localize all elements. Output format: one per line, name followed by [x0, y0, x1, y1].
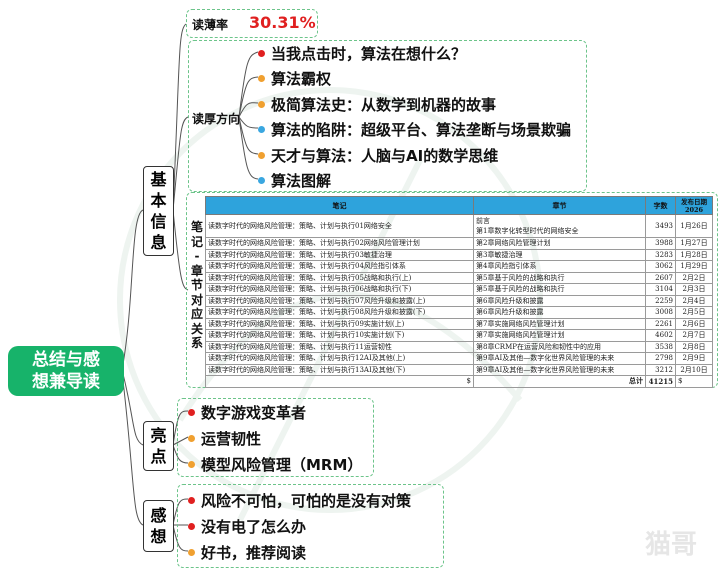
highlights-node[interactable]: 亮 点 [143, 421, 174, 471]
basic-info-char: 信 [150, 212, 167, 231]
highlight-item[interactable]: 模型风险管理（MRM） [188, 454, 362, 475]
notes-mapping-group [186, 192, 718, 388]
bullet-dot-icon [188, 461, 195, 468]
watermark-text: 猫哥 [645, 530, 697, 560]
table-row: 读数字时代的网络风险管理：策略、计划与执行05战略和执行(上)第5章基于风险的战… [205, 271, 713, 284]
bullet-dot-icon [258, 101, 265, 108]
bullet-dot-icon [188, 435, 195, 442]
table-row: 读数字时代的网络风险管理：策略、计划与执行12AI及其他(上)第9章AI及其他—… [205, 352, 713, 365]
basic-info-char: 本 [150, 191, 167, 210]
read-thick-item[interactable]: 算法图解 [258, 170, 331, 191]
total-currency-left: $ [205, 375, 474, 388]
thoughts-char: 想 [150, 527, 167, 546]
header-words: 字数 [645, 196, 676, 215]
table-row: 读数字时代的网络风险管理：策略、计划与执行08风险升级和披露(下)第6章风险升级… [205, 306, 713, 319]
bullet-dot-icon [188, 497, 195, 504]
read-thin-label: 读薄率 [192, 18, 229, 32]
basic-info-char: 息 [150, 233, 167, 252]
bullet-dot-icon [258, 177, 265, 184]
read-thick-item[interactable]: 天才与算法：人脑与AI的数学思维 [258, 145, 498, 166]
read-thick-item[interactable]: 算法霸权 [258, 68, 331, 89]
bullet-dot-icon [258, 50, 265, 57]
root-title-line1: 总结与感 [32, 350, 100, 370]
thought-item[interactable]: 好书，推荐阅读 [188, 542, 306, 563]
table-total-row: $ 总计 41215 $ [205, 375, 713, 388]
bullet-dot-icon [188, 409, 195, 416]
table-row: 读数字时代的网络风险管理：策略、计划与执行11运营韧性第8章CRMP在运营风险和… [205, 340, 713, 353]
table-row: 读数字时代的网络风险管理：策略、计划与执行09实施计划(上)第7章实施网络风险管… [205, 317, 713, 330]
total-value: 41215 [645, 375, 676, 388]
root-node[interactable]: 总结与感 想兼导读 [8, 346, 124, 396]
basic-info-char: 基 [150, 170, 167, 189]
read-thick-item[interactable]: 当我点击时，算法在想什么？ [258, 43, 466, 64]
bullet-dot-icon [188, 549, 195, 556]
notes-mapping-label: 笔 记 - 章 节 对 应 关 系 [190, 220, 203, 350]
total-currency-right: $ [675, 375, 713, 388]
bullet-dot-icon [258, 152, 265, 159]
read-thick-group [188, 40, 587, 192]
read-thick-item[interactable]: 算法的陷阱：超级平台、算法垄断与场景欺骗 [258, 119, 571, 140]
header-date: 发布日期2026 [675, 196, 713, 215]
highlights-char: 点 [150, 447, 167, 466]
root-title-line2: 想兼导读 [32, 372, 100, 392]
table-row: 读数字时代的网络风险管理：策略、计划与执行01网络安全 前言第1章数字化转型时代… [205, 214, 713, 238]
read-thick-label: 读厚方向 [192, 112, 241, 126]
table-row: 读数字时代的网络风险管理：策略、计划与执行06战略和执行(下)第5章基于风险的战… [205, 283, 713, 296]
highlights-char: 亮 [150, 426, 167, 445]
table-row: 读数字时代的网络风险管理：策略、计划与执行13AI及其他(下)第9章AI及其他—… [205, 363, 713, 376]
basic-info-node[interactable]: 基 本 信 息 [143, 166, 174, 256]
notes-chapter-table: 笔记 章节 字数 发布日期2026 读数字时代的网络风险管理：策略、计划与执行0… [205, 196, 713, 388]
total-label: 总计 [473, 375, 646, 388]
bullet-dot-icon [188, 523, 195, 530]
highlight-item[interactable]: 运营韧性 [188, 428, 261, 449]
thought-item[interactable]: 没有电了怎么办 [188, 516, 306, 537]
highlight-item[interactable]: 数字游戏变革者 [188, 402, 306, 423]
read-thick-item[interactable]: 极简算法史：从数学到机器的故事 [258, 94, 496, 115]
table-row: 读数字时代的网络风险管理：策略、计划与执行02网络风险管理计划第2章网络风险管理… [205, 237, 713, 250]
read-thin-node[interactable]: 读薄率 30.31% [186, 9, 318, 38]
header-chapter: 章节 [473, 196, 646, 215]
table-row: 读数字时代的网络风险管理：策略、计划与执行10实施计划(下)第7章实施网络风险管… [205, 329, 713, 342]
thoughts-char: 感 [150, 506, 167, 525]
thought-item[interactable]: 风险不可怕，可怕的是没有对策 [188, 490, 411, 511]
read-thin-value: 30.31% [249, 13, 316, 32]
bullet-dot-icon [258, 75, 265, 82]
highlights-group [177, 398, 374, 477]
bullet-dot-icon [258, 126, 265, 133]
table-header-row: 笔记 章节 字数 发布日期2026 [205, 196, 713, 215]
thoughts-group [177, 484, 444, 568]
table-row: 读数字时代的网络风险管理：策略、计划与执行07风险升级和披露(上)第6章风险升级… [205, 294, 713, 307]
thoughts-node[interactable]: 感 想 [143, 500, 174, 552]
header-note: 笔记 [205, 196, 474, 215]
